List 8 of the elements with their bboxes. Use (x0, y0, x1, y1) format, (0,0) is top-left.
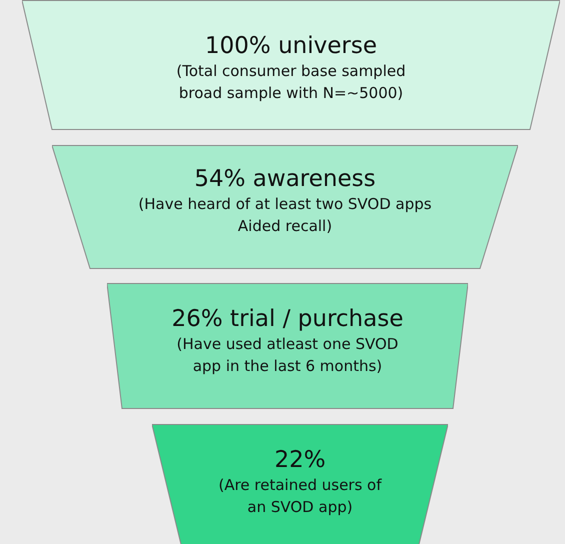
stage-heading: 54% awareness (193, 165, 377, 193)
stage-description: (Have heard of at least two SVOD apps Aided recall) (137, 194, 433, 237)
stage-description: (Total consumer base sampled broad sample with N=~5000) (175, 61, 407, 104)
stage-heading: 100% universe (204, 32, 378, 60)
stage-description: (Have used atleast one SVOD app in the last 6 months) (176, 334, 400, 377)
stage-heading: 22% (273, 446, 327, 474)
stage-description: (Are retained users of an SVOD app) (217, 475, 383, 518)
stage-heading: 26% trial / purchase (170, 305, 404, 333)
